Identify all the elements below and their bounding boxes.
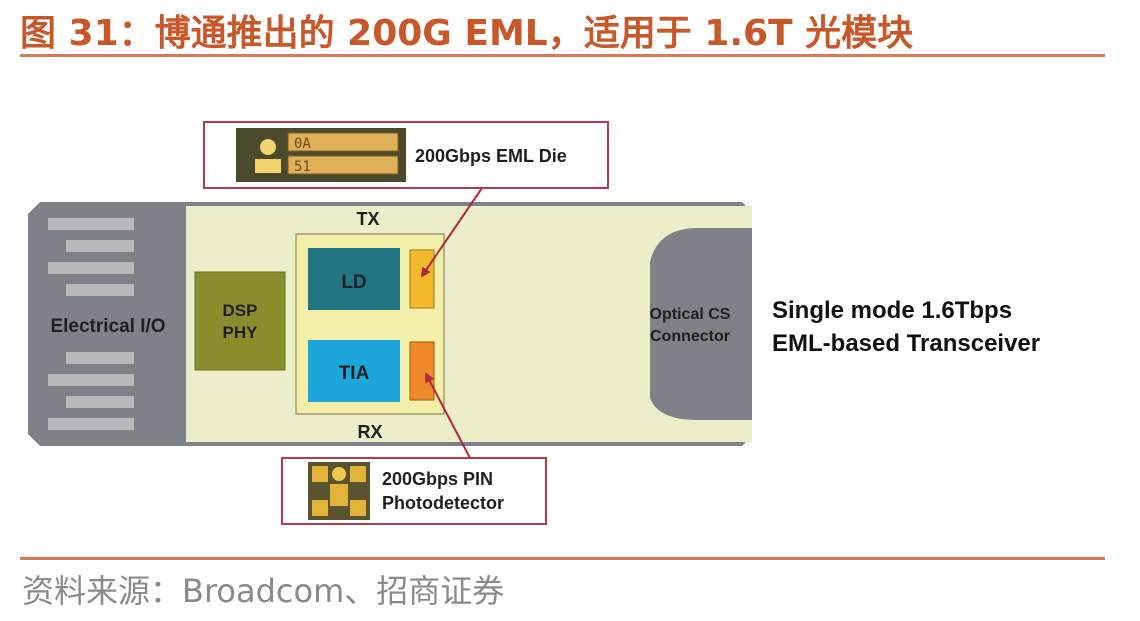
eml-die-code-top: 0A	[294, 136, 311, 152]
figure-title: 图 31：博通推出的 200G EML，适用于 1.6T 光模块	[20, 13, 914, 54]
transceiver-description-line2: EML-based Transceiver	[772, 330, 1040, 357]
pin-callout-label-line1: 200Gbps PIN	[382, 469, 493, 489]
eml-chip	[409, 249, 435, 309]
pin-arrow	[425, 372, 471, 459]
connector-label-line1: Optical CS	[650, 306, 731, 323]
ld-block	[308, 248, 400, 310]
source-note: 资料来源：Broadcom、招商证券	[22, 572, 505, 610]
electrical-io-label: Electrical I/O	[50, 316, 165, 337]
dsp-label: DSP	[223, 301, 258, 320]
dsp-phy-block	[194, 271, 286, 371]
tia-label: TIA	[339, 363, 370, 384]
tx-label: TX	[356, 209, 379, 229]
footer-rule	[20, 557, 1105, 560]
eml-die-photo: 0A 51	[236, 128, 406, 182]
transceiver-description-line1: Single mode 1.6Tbps	[772, 297, 1012, 324]
pin-callout-label-line2: Photodetector	[382, 493, 504, 513]
connector-label-line2: Connector	[650, 328, 730, 345]
ld-label: LD	[341, 272, 366, 293]
pin-photodetector-photo	[308, 462, 370, 520]
pin-chip	[409, 341, 435, 401]
electrical-contacts	[48, 218, 134, 430]
tia-block	[308, 340, 400, 402]
title-rule	[20, 54, 1105, 57]
eml-arrow	[420, 187, 483, 278]
phy-label: PHY	[223, 323, 259, 342]
eml-die-code-bottom: 51	[294, 159, 311, 175]
eml-callout-label: 200Gbps EML Die	[415, 146, 567, 166]
optical-cs-connector	[650, 228, 752, 420]
rx-label: RX	[357, 422, 382, 442]
